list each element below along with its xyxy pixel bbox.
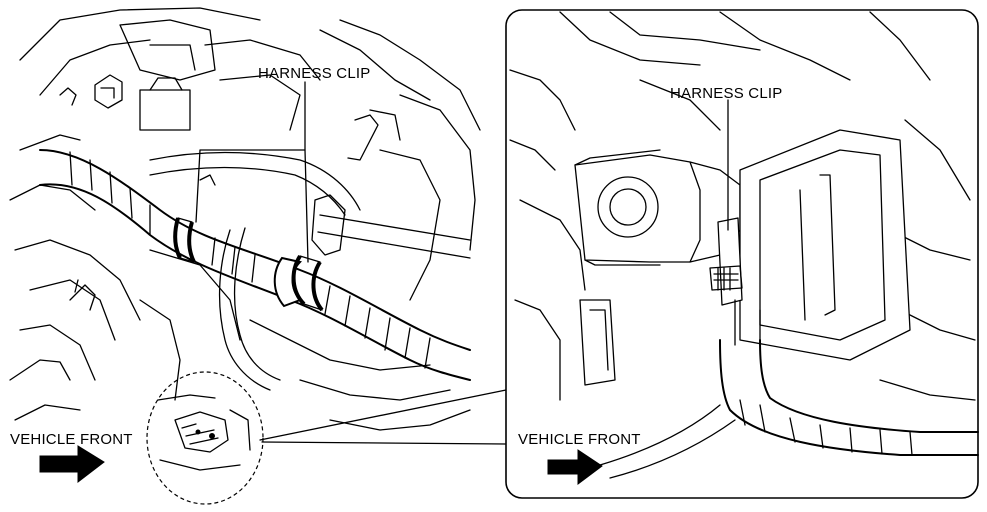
- detail-callout-circle: [146, 371, 264, 505]
- harness-connector: [709, 129, 911, 361]
- detail-harness: [579, 299, 979, 479]
- engine-mount-bracket: [574, 149, 741, 266]
- vehicle-front-arrow-left: [39, 445, 105, 484]
- harness-clip-2: [273, 254, 324, 312]
- overview-illustration: [9, 7, 481, 505]
- harness-clip-1: [173, 217, 196, 263]
- vehicle-front-arrow-right: [547, 449, 603, 485]
- callout-connector: [259, 389, 507, 445]
- detail-panel: [505, 9, 979, 499]
- detail-harness-clip-label: HARNESS CLIP: [670, 85, 782, 102]
- engine-background: [9, 7, 481, 431]
- detail-background: [509, 11, 976, 401]
- overview-harness-clip-label: HARNESS CLIP: [258, 65, 370, 82]
- detail-vehicle-front-label: VEHICLE FRONT: [518, 431, 641, 448]
- overview-vehicle-front-label: VEHICLE FRONT: [10, 431, 133, 448]
- clip-leader-lines: [195, 81, 309, 263]
